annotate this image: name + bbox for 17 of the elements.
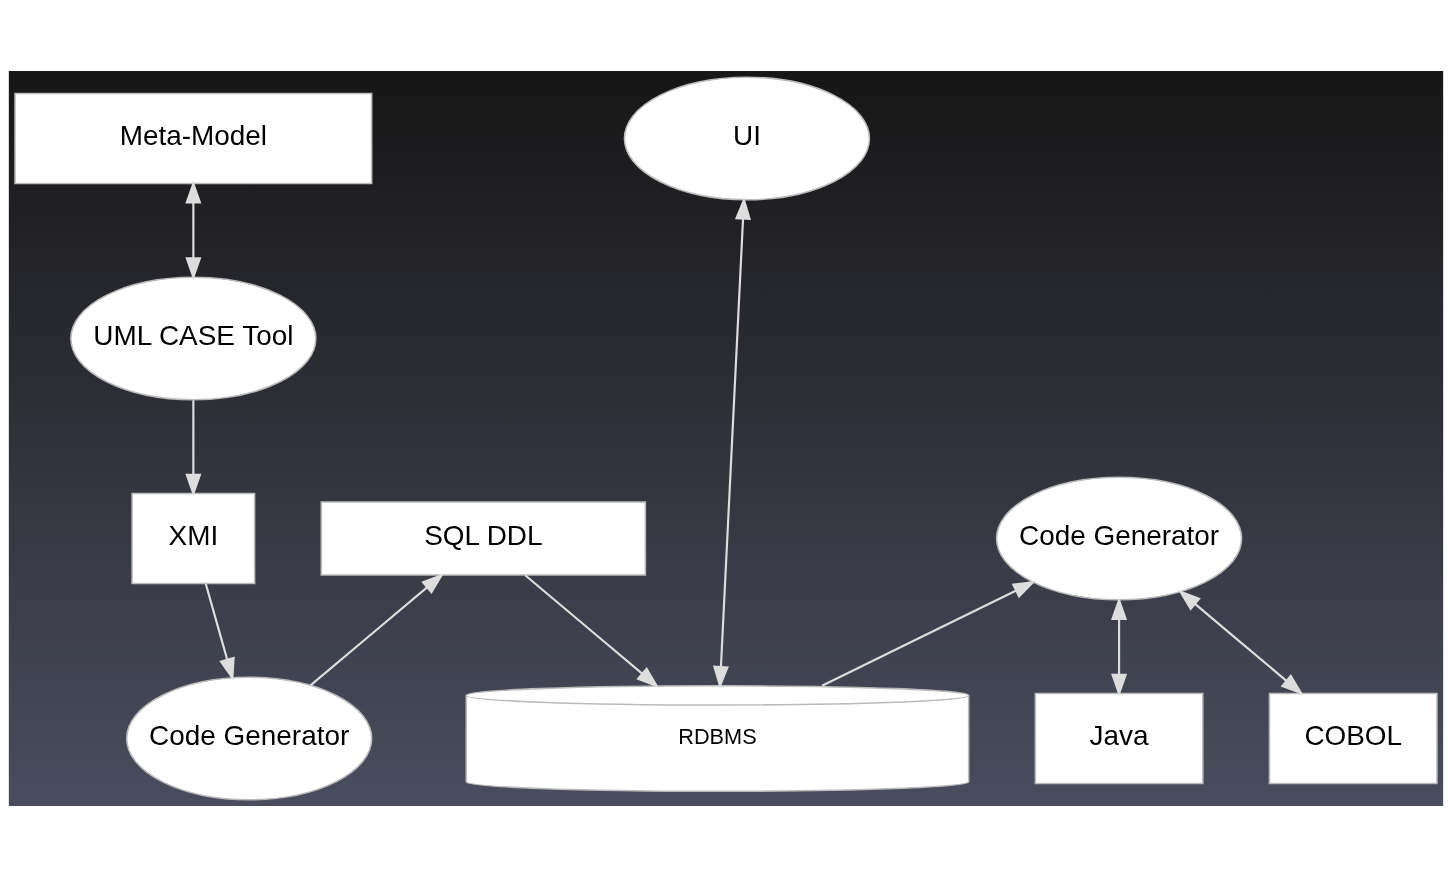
arrow <box>524 574 660 688</box>
node-ellipse: UML CASE Tool <box>70 276 317 401</box>
node-box: COBOL <box>1268 692 1438 785</box>
arrow <box>1111 596 1128 697</box>
node-box: Java <box>1034 692 1204 785</box>
arrow <box>821 580 1036 687</box>
arrow <box>309 573 444 687</box>
node-box: SQL DDL <box>320 501 647 576</box>
node-box: Meta-Model <box>14 92 373 185</box>
arrow <box>1178 589 1304 696</box>
arrow <box>204 583 235 681</box>
arrow <box>185 180 202 281</box>
node-ellipse: UI <box>623 76 871 201</box>
arrow <box>712 196 752 689</box>
node-box: XMI <box>131 492 256 585</box>
arrow <box>185 400 202 497</box>
node-ellipse: Code Generator <box>125 676 373 801</box>
